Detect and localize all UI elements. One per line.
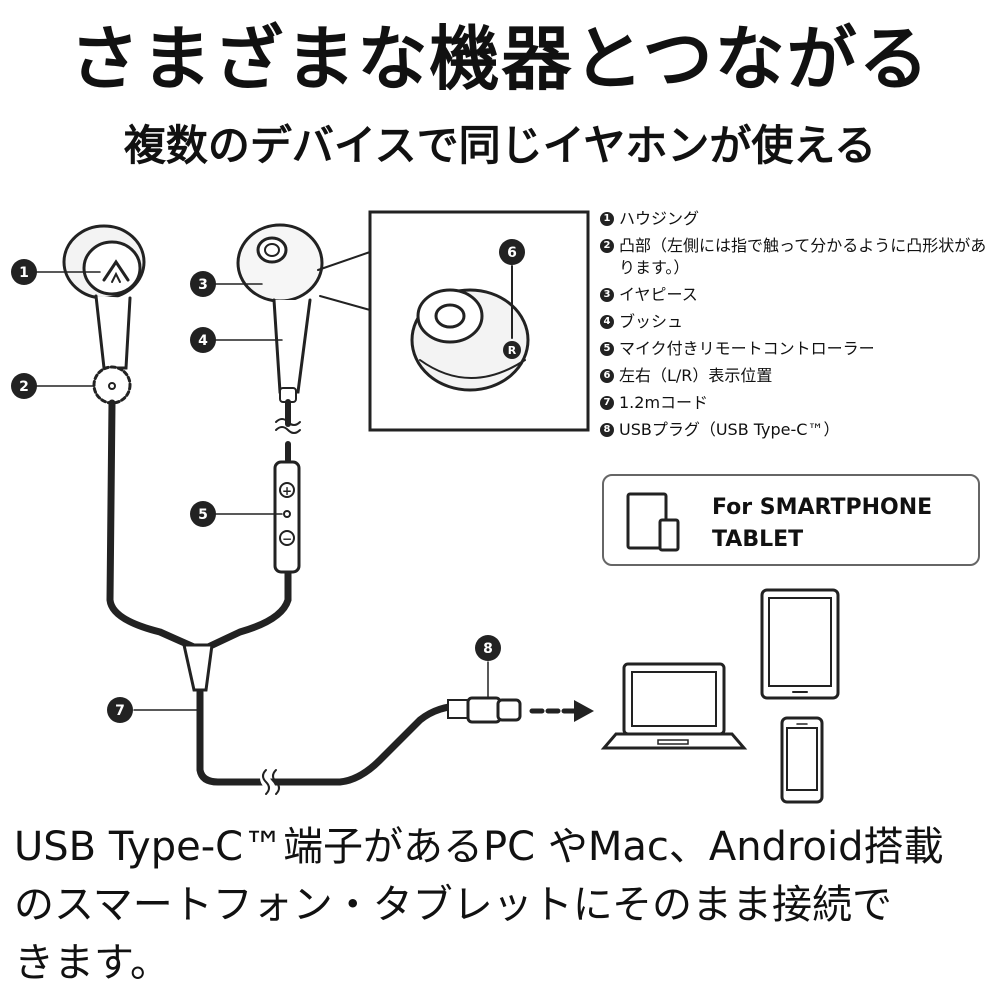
description-line-1: USB Type-C™端子があるPC やMac、Android搭載	[14, 824, 944, 870]
svg-text:7: 7	[115, 703, 125, 719]
callout-4: 4	[190, 327, 216, 353]
description-line-3: きます。	[14, 940, 170, 986]
legend-number: 2	[600, 239, 614, 253]
svg-text:2: 2	[19, 379, 29, 395]
legend-item: 7 1.2mコード	[600, 392, 995, 414]
smartphone-icon	[780, 716, 824, 804]
legend-item: 5 マイク付きリモートコントローラー	[600, 338, 995, 360]
cables	[106, 399, 474, 801]
description-line-2: のスマートフォン・タブレットにそのまま接続で	[14, 882, 892, 928]
compatibility-line-1: For SMARTPHONE	[712, 495, 933, 520]
svg-text:8: 8	[483, 641, 493, 657]
usb-plug	[447, 696, 522, 724]
laptop-icon	[600, 662, 748, 750]
callout-5: 5	[190, 501, 216, 527]
remote-plus-label: +	[282, 484, 292, 498]
legend-text: イヤピース	[619, 285, 698, 304]
left-earpiece	[62, 224, 146, 405]
legend-number: 6	[600, 369, 614, 383]
legend-text: 1.2mコード	[619, 393, 709, 412]
callout-7: 7	[107, 697, 133, 723]
svg-text:R: R	[508, 344, 517, 357]
svg-text:1: 1	[19, 265, 29, 281]
tablet-phone-icon	[626, 492, 680, 552]
svg-text:3: 3	[198, 277, 208, 293]
svg-text:6: 6	[507, 245, 517, 261]
legend-number: 3	[600, 288, 614, 302]
legend-item: 4 ブッシュ	[600, 311, 995, 333]
callout-1: 1	[11, 259, 37, 285]
svg-text:4: 4	[198, 333, 208, 349]
legend-text: USBプラグ（USB Type-C™）	[619, 420, 840, 439]
parts-legend: 1 ハウジング 2 凸部（左側には指で触って分かるように凸形状があります。） 3…	[600, 208, 995, 446]
svg-text:5: 5	[198, 507, 208, 523]
legend-number: 5	[600, 342, 614, 356]
legend-text: マイク付きリモートコントローラー	[619, 339, 875, 358]
compatibility-line-2: TABLET	[712, 527, 804, 552]
right-marker: R	[503, 341, 521, 359]
description-text: USB Type-C™端子があるPC やMac、Android搭載 のスマートフ…	[14, 818, 994, 992]
page-subtitle: 複数のデバイスで同じイヤホンが使える	[123, 121, 877, 170]
callout-6: 6	[499, 239, 525, 265]
legend-item: 2 凸部（左側には指で触って分かるように凸形状があります。）	[600, 235, 995, 279]
connection-arrow	[529, 700, 594, 722]
callout-2: 2	[11, 373, 37, 399]
legend-text: 左右（L/R）表示位置	[619, 366, 773, 385]
remote-minus-label: −	[282, 532, 292, 546]
legend-text: ブッシュ	[619, 312, 684, 331]
right-earpiece	[236, 223, 324, 403]
legend-item: 6 左右（L/R）表示位置	[600, 365, 995, 387]
legend-number: 4	[600, 315, 614, 329]
compatibility-label: For SMARTPHONE TABLET	[712, 492, 932, 556]
legend-text: 凸部（左側には指で触って分かるように凸形状があります。）	[619, 236, 987, 277]
compatibility-box: For SMARTPHONE TABLET	[602, 474, 980, 566]
earphone-diagram: 1 2 3 4 5 6 7 8 R + −	[11, 210, 840, 804]
legend-number: 1	[600, 212, 614, 226]
legend-item: 3 イヤピース	[600, 284, 995, 306]
legend-text: ハウジング	[619, 209, 700, 228]
cable-splitter	[182, 643, 214, 692]
legend-item: 8 USBプラグ（USB Type-C™）	[600, 419, 995, 441]
legend-number: 7	[600, 396, 614, 410]
zoom-detail	[317, 210, 590, 432]
callout-8: 8	[475, 635, 501, 661]
page-title: さまざまな機器とつながる	[69, 18, 931, 100]
legend-item: 1 ハウジング	[600, 208, 995, 230]
remote-controller	[273, 460, 301, 574]
tablet-icon	[760, 588, 840, 700]
legend-number: 8	[600, 423, 614, 437]
callout-3: 3	[190, 271, 216, 297]
